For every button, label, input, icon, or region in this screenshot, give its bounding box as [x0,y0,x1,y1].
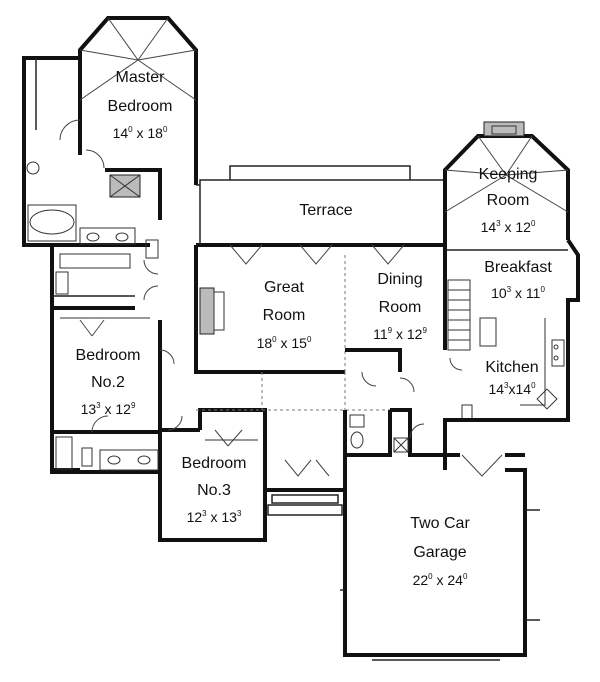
master-bedroom-name-line2: Bedroom [108,98,173,115]
room-labels: Master Bedroom 140 x 180 Keeping Room 14… [76,69,553,588]
dining-room-name-line2: Room [379,299,422,316]
front-porch [265,459,345,516]
bedroom-3-dims: 123 x 133 [187,509,242,525]
garage-name-line1: Two Car [410,515,470,532]
dining-room-name-line1: Dining [377,271,422,288]
garage-dims: 220 x 240 [413,572,468,588]
kitchen-name: Kitchen [485,359,538,376]
service-rooms [343,348,520,457]
keeping-room-name-line2: Room [487,192,530,209]
bedroom-2-dims: 133 x 129 [81,401,136,417]
garage-name-line2: Garage [413,544,466,561]
bedroom-2-name-line2: No.2 [91,374,125,391]
master-bedroom-dims: 140 x 180 [113,125,168,141]
great-room-dims: 180 x 150 [257,335,312,351]
terrace-name: Terrace [299,202,352,219]
breakfast-dims: 103 x 110 [491,285,545,301]
dining-room-dims: 119 x 129 [373,326,427,342]
keeping-room-dims: 143 x 120 [481,219,536,235]
great-room-walls [194,243,445,411]
kitchen-dims: 143x140 [488,381,536,397]
great-room-name-line1: Great [264,279,305,296]
keeping-room-walls [443,121,570,245]
bathtub [29,209,75,235]
master-bedroom-walls [78,16,198,185]
kitchen-walls [399,238,580,422]
breakfast-name: Breakfast [484,259,552,276]
bedroom-2-name-line1: Bedroom [76,347,141,364]
great-room-name-line2: Room [263,307,306,324]
keeping-room-name-line1: Keeping [479,166,538,183]
garage-walls [340,453,540,661]
bedroom-3-name-line1: Bedroom [182,455,247,472]
bedroom-3-name-line2: No.3 [197,482,231,499]
master-bath-walls [22,56,162,259]
stair [447,279,471,351]
master-bedroom-name-line1: Master [116,69,166,86]
fireplace [199,287,215,335]
hall-bath [50,432,162,474]
bedroom-3-walls [158,408,267,542]
